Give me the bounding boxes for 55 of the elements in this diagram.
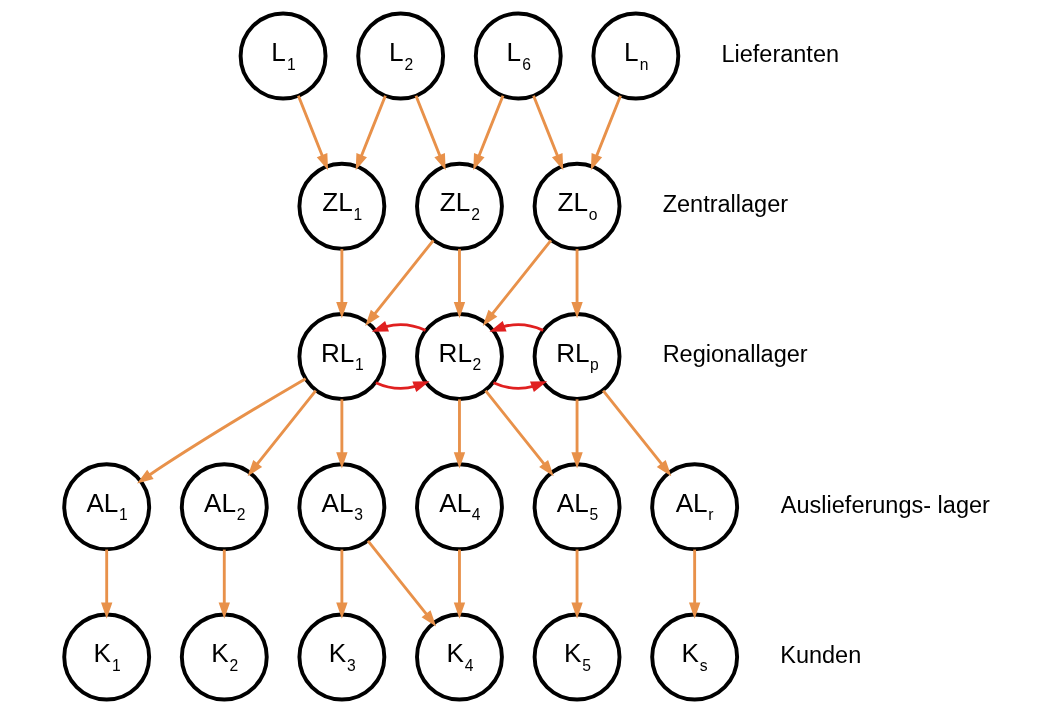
arrow (570, 249, 583, 319)
node-circle: AL$_{3}$ (296, 462, 386, 552)
node-circle: K$_{5}$ (532, 612, 621, 702)
node-circle: L$_{n}$ (590, 11, 680, 101)
arrow (453, 249, 465, 319)
node-circle: L$_{2}$ (355, 11, 445, 101)
arrow (335, 249, 348, 319)
arrow (570, 399, 583, 469)
node-circle: L$_{1}$ (238, 11, 327, 101)
node-circle: AL$_{1}$ (61, 462, 151, 552)
arrow (453, 399, 465, 469)
arrow (366, 539, 436, 627)
node-circle: RL$_{p}$ (532, 312, 621, 401)
arrow (218, 549, 230, 619)
node-circle: K$_{2}$ (179, 612, 269, 702)
node-circle: K$_{s}$ (649, 612, 739, 702)
node-circle: ZL$_{2}$ (414, 161, 504, 251)
node-circle: RL$_{1}$ (296, 312, 386, 401)
arrow (414, 95, 446, 171)
arrow (590, 95, 622, 171)
arrow (335, 549, 348, 619)
node-circle: K$_{1}$ (61, 612, 151, 702)
node-circle: AL$_{4}$ (414, 462, 504, 552)
node-circle: L$_{6}$ (473, 11, 563, 101)
node-circle: ZL$_{o}$ (532, 161, 621, 251)
arrow (100, 549, 112, 619)
node-circle: AL$_{5}$ (532, 462, 621, 552)
arrow (355, 95, 387, 171)
node-circle: AL$_{2}$ (179, 462, 269, 552)
arrow (371, 320, 426, 332)
arrow (335, 399, 348, 469)
arrow (492, 381, 547, 393)
arrow (488, 320, 544, 332)
arrow (136, 377, 306, 484)
label: Lieferanten (720, 40, 839, 67)
arrow (570, 549, 583, 619)
node-circle: RL$_{2}$ (414, 312, 504, 401)
label: Kunden (779, 641, 861, 668)
arrow (483, 389, 554, 477)
arrow (482, 239, 552, 326)
arrow (296, 95, 328, 171)
arrow (531, 95, 563, 171)
node-circle: AL$_{r}$ (649, 462, 739, 552)
arrow (472, 95, 504, 171)
node-circle: ZL$_{1}$ (296, 161, 386, 251)
label: Auslieferungs- lager (780, 491, 990, 518)
arrow (453, 549, 465, 619)
arrow (364, 239, 434, 326)
label: Zentrallager (662, 190, 788, 217)
label: Regionallager (662, 341, 808, 368)
arrow (601, 389, 671, 477)
arrow (374, 381, 430, 393)
node-circle: K$_{3}$ (296, 612, 386, 702)
arrow (688, 549, 700, 619)
arrow (247, 389, 317, 477)
